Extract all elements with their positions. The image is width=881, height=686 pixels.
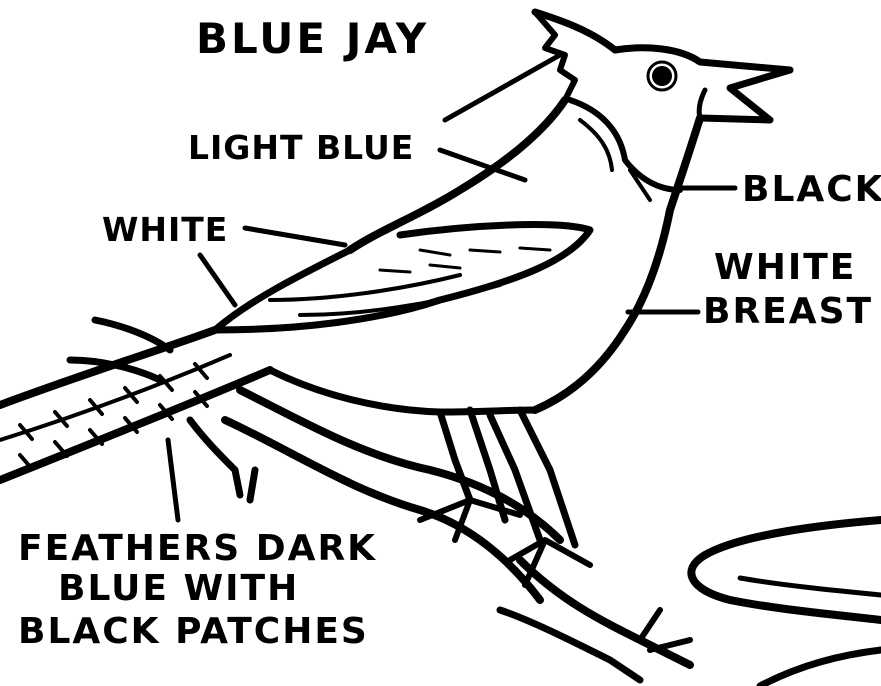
leader-white-wing — [245, 228, 345, 245]
label-light-blue: LIGHT BLUE — [188, 128, 414, 167]
diagram-title: BLUE JAY — [196, 14, 429, 63]
leader-feathers — [168, 440, 178, 520]
label-white-breast-line2: BREAST — [703, 290, 873, 334]
label-feathers-line2: BLUE WITH — [58, 567, 299, 611]
label-white-breast-line1: WHITE — [714, 246, 856, 290]
leader-blue-jay — [445, 55, 560, 120]
label-white: WHITE — [102, 210, 228, 249]
leader-white-feather — [200, 255, 235, 305]
label-black: BLACK — [742, 168, 881, 212]
label-feathers-line3: BLACK PATCHES — [18, 610, 369, 654]
ground-edge-drawing — [691, 520, 881, 686]
label-feathers-line1: FEATHERS DARK — [18, 527, 377, 571]
